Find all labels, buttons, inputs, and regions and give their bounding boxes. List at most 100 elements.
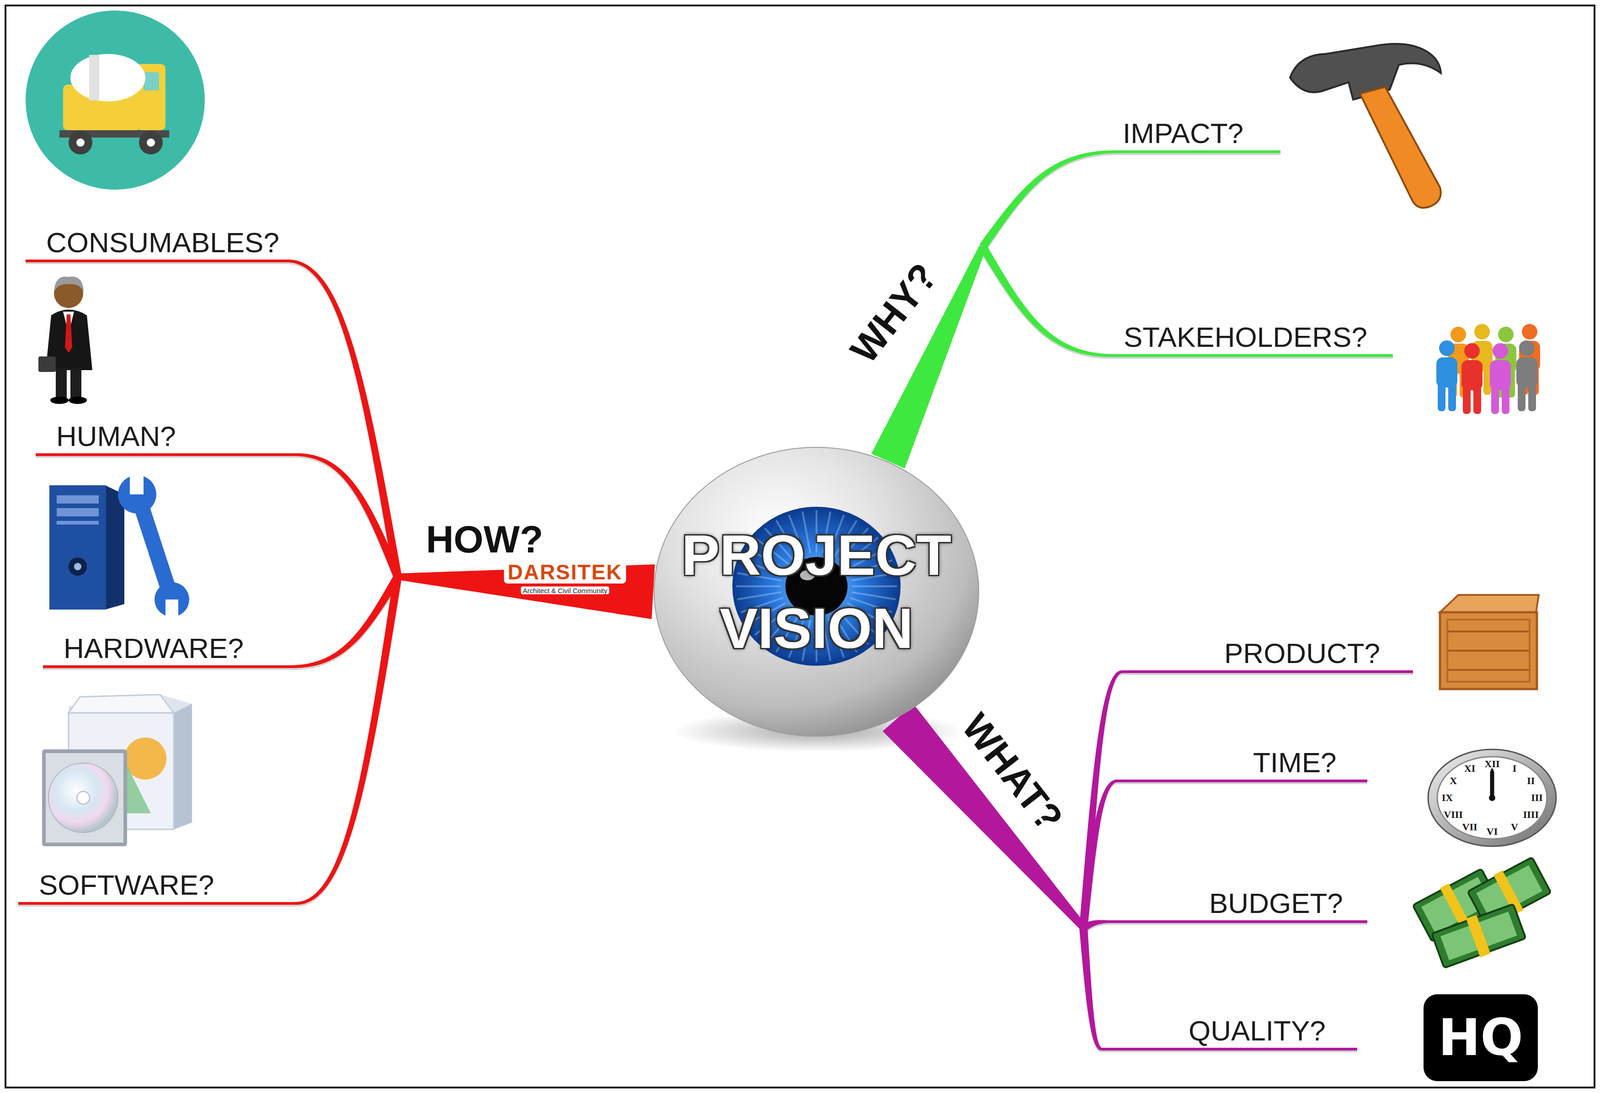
clock-numeral: I <box>1512 763 1517 774</box>
businessman-icon-part <box>68 396 87 405</box>
branch-topic: WHY? <box>845 246 983 371</box>
subtopic-line: IMPACT? <box>1117 117 1281 154</box>
businessman-icon-part <box>55 368 67 399</box>
money-icon-part <box>1430 902 1527 971</box>
clock-numeral: XI <box>1464 763 1476 774</box>
money-icon-part-part <box>1431 904 1526 969</box>
software-box-icon-part <box>173 704 192 830</box>
people-group-icon-part <box>1436 340 1458 412</box>
people-group-icon-part <box>1461 343 1483 415</box>
subtopic-line: CONSUMABLES? <box>25 226 288 263</box>
mixer-truck-icon-part <box>146 138 155 147</box>
mixer-truck-icon-part <box>25 10 205 190</box>
clock-numeral: IIII <box>1523 810 1539 821</box>
hammer-icon <box>1290 43 1441 208</box>
businessman-icon-part <box>64 314 73 353</box>
sub-branch <box>287 259 402 578</box>
computer-wrench-icon-part <box>56 495 99 504</box>
computer-wrench-icon-part <box>68 557 87 576</box>
subtopic-text: IMPACT? <box>1122 117 1275 150</box>
branch-shadow <box>979 152 1118 251</box>
watermark-tagline: Architect & Civil Community <box>520 586 609 595</box>
clock-numeral: XII <box>1484 759 1500 770</box>
mixer-truck-icon-part <box>68 130 93 155</box>
subtopic-text: QUALITY? <box>1188 1014 1351 1048</box>
clock-icon-part <box>1428 749 1557 847</box>
computer-wrench-icon-part <box>165 599 179 620</box>
software-box-icon-part <box>76 791 90 805</box>
computer-wrench-icon-part <box>56 508 99 517</box>
mixer-truck-icon <box>25 10 205 190</box>
eye-shape <box>653 446 980 738</box>
money-icon <box>1411 855 1552 971</box>
clock-icon <box>1428 749 1557 847</box>
people-group-icon-part <box>1489 343 1511 415</box>
computer-wrench-icon-part <box>129 473 144 495</box>
businessman-icon-part <box>70 368 82 399</box>
subtopic-line: HUMAN? <box>35 420 296 457</box>
main-branch <box>882 704 1087 931</box>
clock-numeral: II <box>1526 776 1535 787</box>
clock-numeral: VII <box>1461 822 1478 833</box>
hq-text: HQ <box>1438 1013 1524 1064</box>
branch-title: WHAT? <box>955 707 1070 838</box>
clock-numeral: IX <box>1441 793 1453 804</box>
subtopic-text: STAKEHOLDERS? <box>1123 320 1387 354</box>
clock-icon-part <box>1488 794 1496 802</box>
subtopic-text: HARDWARE? <box>63 632 285 665</box>
clock-numeral: V <box>1510 822 1519 833</box>
crate-icon <box>1440 595 1539 690</box>
software-box-icon <box>42 694 192 847</box>
mixer-truck-icon-part <box>143 72 160 91</box>
mixer-truck-icon-part <box>138 130 163 155</box>
crate-icon-part <box>1448 650 1529 652</box>
watermark-logo: DARSITEK <box>503 560 626 584</box>
subtopic-text: SOFTWARE? <box>38 869 290 902</box>
people-group-icon <box>1436 324 1541 415</box>
sub-branch <box>1079 670 1123 929</box>
subtopic-line: TIME? <box>1117 746 1368 783</box>
sub-branch <box>295 576 402 906</box>
center-title: PROJECT VISION <box>674 518 959 666</box>
businessman-icon <box>38 276 93 405</box>
central-eye-node: PROJECT VISION <box>653 446 980 738</box>
subtopic-text: TIME? <box>1253 746 1361 779</box>
subtopic-line: PRODUCT? <box>1122 637 1414 674</box>
computer-wrench-icon <box>49 473 190 620</box>
clock-icon-part <box>1491 769 1494 799</box>
people-group-icon-part <box>1516 340 1538 412</box>
software-box-icon-part <box>45 753 124 843</box>
crate-icon-part <box>1447 619 1530 683</box>
businessman-icon-part <box>50 396 69 405</box>
sub-branch <box>979 244 1113 358</box>
clock-numeral: VI <box>1486 826 1498 838</box>
businessman-icon-part <box>38 356 56 373</box>
computer-wrench-icon-part <box>49 485 107 610</box>
sub-branch <box>1079 927 1102 1051</box>
branch-shadow <box>979 246 1113 359</box>
software-box-icon-part <box>68 694 174 714</box>
branch-topic: WHAT? <box>955 706 1084 928</box>
money-icon-part-part <box>1440 912 1518 961</box>
crate-icon-part <box>1440 595 1539 613</box>
branch-title: WHY? <box>843 256 944 370</box>
subtopic-line: STAKEHOLDERS? <box>1112 320 1393 358</box>
branch-shadow <box>287 261 402 580</box>
subtopic-line: QUALITY? <box>1101 1014 1358 1051</box>
clock-numeral: X <box>1449 776 1457 787</box>
crate-icon-part <box>1448 669 1529 672</box>
crate-icon-part <box>1448 630 1529 633</box>
clock-numeral: VIII <box>1443 810 1463 821</box>
mixer-truck-icon-part <box>89 54 100 101</box>
branch-shadow <box>295 578 402 907</box>
mixer-truck-icon-part <box>76 138 85 147</box>
branch-title: HOW? <box>426 520 544 559</box>
money-icon-part-part <box>1466 915 1491 958</box>
businessman-icon-part <box>53 276 84 293</box>
computer-wrench-icon-part <box>74 563 82 571</box>
software-box-icon-part <box>48 763 118 833</box>
subtopic-line: HARDWARE? <box>42 632 291 669</box>
sub-branch <box>295 453 402 579</box>
crate-icon-part <box>1440 612 1537 690</box>
subtopic-text: PRODUCT? <box>1224 637 1407 670</box>
